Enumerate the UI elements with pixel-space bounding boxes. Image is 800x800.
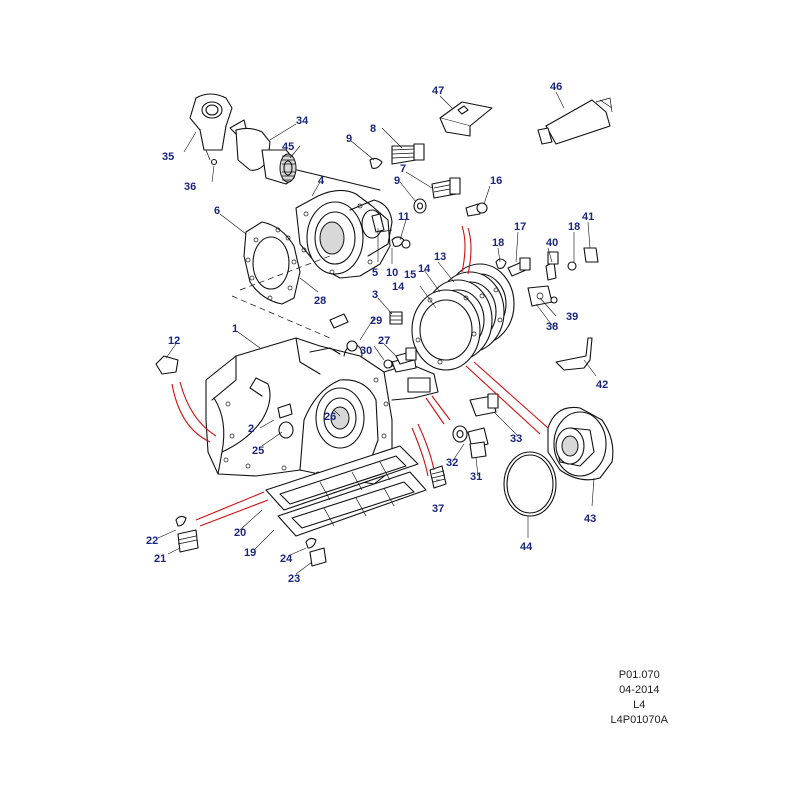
plug-37-drawing: [430, 466, 446, 488]
part-label-28: 28: [314, 295, 326, 307]
part-label-14b: 14: [392, 281, 405, 293]
part-label-5: 5: [372, 267, 378, 279]
part-label-12: 12: [168, 335, 180, 347]
part-label-2: 2: [248, 423, 254, 435]
part-label-15: 15: [404, 269, 416, 281]
part-label-43: 43: [584, 513, 596, 525]
part-label-22: 22: [146, 535, 158, 547]
part-label-18a: 18: [492, 237, 504, 249]
reference-code: P01.070: [618, 669, 660, 681]
part-label-13: 13: [434, 251, 446, 263]
part-label-26: 26: [324, 411, 336, 423]
part-label-38: 38: [546, 321, 558, 333]
gasket-6-drawing: [244, 222, 300, 304]
part-label-30: 30: [360, 345, 372, 357]
part-label-6: 6: [214, 205, 220, 217]
parts-linework: [156, 92, 613, 574]
part-label-3: 3: [372, 289, 378, 301]
part-label-23: 23: [288, 573, 300, 585]
part-label-9b: 9: [394, 175, 400, 187]
part-label-9a: 9: [346, 133, 352, 145]
reference-drawing-id: L4P01070A: [610, 714, 669, 726]
drain-plugs-drawing: [453, 394, 498, 458]
tag-plate-drawing: [440, 102, 492, 136]
output-housing-drawing: [296, 170, 392, 278]
part-label-40: 40: [546, 237, 558, 249]
bolts-top-drawing: [370, 144, 487, 248]
gasket-stack-drawing: [412, 264, 514, 370]
part-label-11: 11: [398, 211, 410, 223]
part-label-33: 33: [510, 433, 522, 445]
part-label-41: 41: [582, 211, 594, 223]
part-label-27: 27: [378, 335, 390, 347]
part-label-8: 8: [370, 123, 376, 135]
part-label-44: 44: [520, 541, 533, 553]
reference-date: 04-2014: [619, 684, 660, 696]
part-label-1: 1: [232, 323, 238, 335]
part-label-46: 46: [550, 81, 562, 93]
part-label-17: 17: [514, 221, 526, 233]
bottom-gaskets-drawing: [266, 446, 426, 536]
bottom-bolts-drawing: [176, 516, 326, 566]
part-label-29: 29: [370, 315, 382, 327]
part-label-19: 19: [244, 547, 256, 559]
transfer-case-drawing: [206, 338, 438, 484]
plug-12-drawing: [156, 356, 178, 374]
part-label-21: 21: [154, 553, 166, 565]
part-label-31: 31: [470, 471, 482, 483]
part-label-36: 36: [184, 181, 196, 193]
part-label-39: 39: [566, 311, 578, 323]
part-label-18b: 18: [568, 221, 580, 233]
part-label-34: 34: [296, 115, 309, 127]
part-label-24: 24: [280, 553, 293, 565]
part-label-16: 16: [490, 175, 502, 187]
part-label-20: 20: [234, 527, 246, 539]
part-label-10: 10: [386, 267, 398, 279]
part-label-42: 42: [596, 379, 608, 391]
part-label-4: 4: [318, 175, 325, 187]
part-label-25: 25: [252, 445, 264, 457]
part-label-45: 45: [282, 141, 294, 153]
sealant-tube-drawing: [538, 98, 612, 144]
part-label-7: 7: [400, 163, 406, 175]
part-label-37: 37: [432, 503, 444, 515]
part-label-47: 47: [432, 85, 444, 97]
reference-variant: L4: [633, 699, 646, 711]
output-flange-drawing: [548, 407, 613, 479]
speedometer-housing-drawing: [190, 94, 296, 184]
part-label-35: 35: [162, 151, 174, 163]
o-ring-44-drawing: [504, 452, 556, 516]
part-number-labels: 1 2 3 4 5 6 7 8 9 9 10 11 12 13 14 14 15…: [146, 81, 608, 585]
part-label-32: 32: [446, 457, 458, 469]
drawing-reference-block: P01.070 04-2014 L4 L4P01070A: [611, 668, 669, 728]
part-label-14a: 14: [418, 263, 431, 275]
right-hardware-drawing: [496, 248, 598, 370]
